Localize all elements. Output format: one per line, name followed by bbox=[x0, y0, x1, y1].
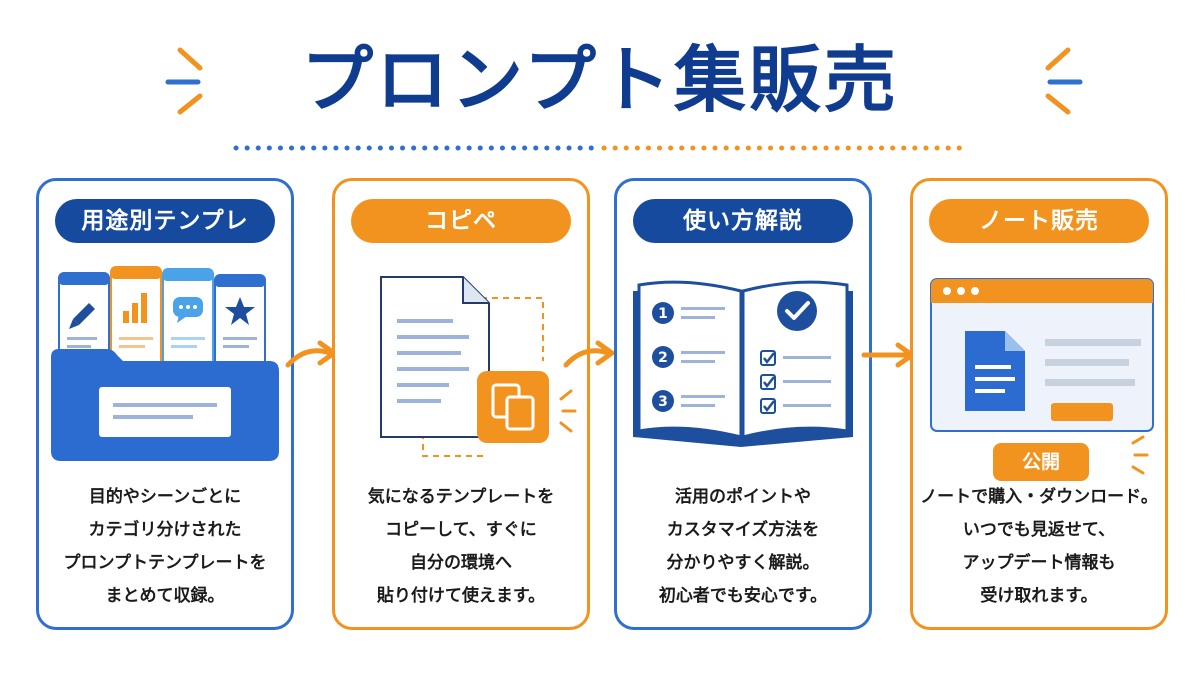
step-list: 1 2 3 bbox=[652, 302, 725, 412]
card-description: 目的やシーンごとに カテゴリ分けされた プロンプトテンプレートを まとめて収録。 bbox=[43, 481, 287, 613]
card-description: 気になるテンプレートを コピーして、すぐに 自分の環境へ 貼り付けて使えます。 bbox=[339, 481, 583, 613]
card-category-templates: 用途別テンプレ bbox=[36, 178, 294, 630]
folder-icon bbox=[51, 349, 279, 461]
description-line: 貼り付けて使えます。 bbox=[376, 586, 546, 606]
open-book-guide-illustration: 1 2 3 bbox=[633, 280, 853, 447]
browser-window-publish-illustration bbox=[930, 278, 1154, 475]
card-note-sales: ノート販売 bbox=[910, 178, 1168, 630]
copy-icon bbox=[477, 371, 549, 443]
card-usage-guide: 使い方解説 1 2 3 bbox=[614, 178, 872, 630]
folder-with-template-cards-illustration bbox=[51, 266, 279, 461]
description-line: いつでも見返せて、 bbox=[962, 520, 1116, 540]
card-description: 活用のポイントや カスタマイズ方法を 分かりやすく解説。 初心者でも安心です。 bbox=[621, 481, 865, 613]
document-with-copy-illustration bbox=[380, 276, 577, 457]
description-line: プロンプトテンプレートを bbox=[63, 553, 267, 573]
description-line: 目的やシーンごとに bbox=[88, 487, 242, 507]
card-label: 用途別テンプレ bbox=[55, 199, 275, 243]
checkbox-icon bbox=[760, 350, 831, 414]
publish-badge: 公開 bbox=[993, 443, 1089, 481]
description-line: カスタマイズ方法を bbox=[666, 520, 820, 540]
card-label: コピペ bbox=[351, 199, 571, 243]
document-icon bbox=[380, 276, 490, 438]
browser-window-icon bbox=[930, 278, 1154, 432]
description-line: 初心者でも安心です。 bbox=[658, 586, 828, 606]
burst-left-icon bbox=[165, 47, 203, 115]
title-dotted-divider bbox=[233, 145, 967, 151]
description-line: カテゴリ分けされた bbox=[88, 520, 242, 540]
card-label: 使い方解説 bbox=[633, 199, 853, 243]
buy-button-graphic bbox=[1051, 403, 1113, 421]
description-line: 受け取れます。 bbox=[980, 586, 1098, 606]
card-label: ノート販売 bbox=[929, 199, 1149, 243]
burst-right-icon bbox=[1045, 47, 1083, 115]
bar-chart-icon bbox=[123, 293, 147, 323]
card-description: ノートで購入・ダウンロード。 いつでも見返せて、 アップデート情報も 受け取れま… bbox=[917, 481, 1161, 613]
step-number: 2 bbox=[658, 350, 668, 366]
template-card-star bbox=[214, 274, 266, 384]
card-copy-paste: コピペ bbox=[332, 178, 590, 630]
description-line: 気になるテンプレートを bbox=[367, 487, 555, 507]
step-number: 3 bbox=[658, 394, 668, 410]
description-line: コピーして、すぐに bbox=[385, 520, 537, 540]
template-card-chart bbox=[110, 266, 162, 384]
description-line: まとめて収録。 bbox=[105, 586, 225, 606]
description-line: 活用のポイントや bbox=[675, 487, 811, 507]
description-line: 自分の環境へ bbox=[410, 553, 512, 573]
description-line: アップデート情報も bbox=[962, 553, 1116, 573]
document-icon bbox=[965, 331, 1025, 411]
star-icon bbox=[225, 297, 255, 325]
check-circle-icon bbox=[777, 291, 817, 331]
description-line: 分かりやすく解説。 bbox=[666, 553, 820, 573]
description-line: ノートで購入・ダウンロード。 bbox=[920, 487, 1158, 507]
pencil-icon bbox=[69, 303, 95, 329]
arrow-right-icon bbox=[563, 340, 615, 368]
speech-bubble-icon bbox=[173, 297, 203, 323]
page-title: プロンプト集販売 bbox=[301, 38, 899, 122]
step-number: 1 bbox=[658, 306, 668, 322]
